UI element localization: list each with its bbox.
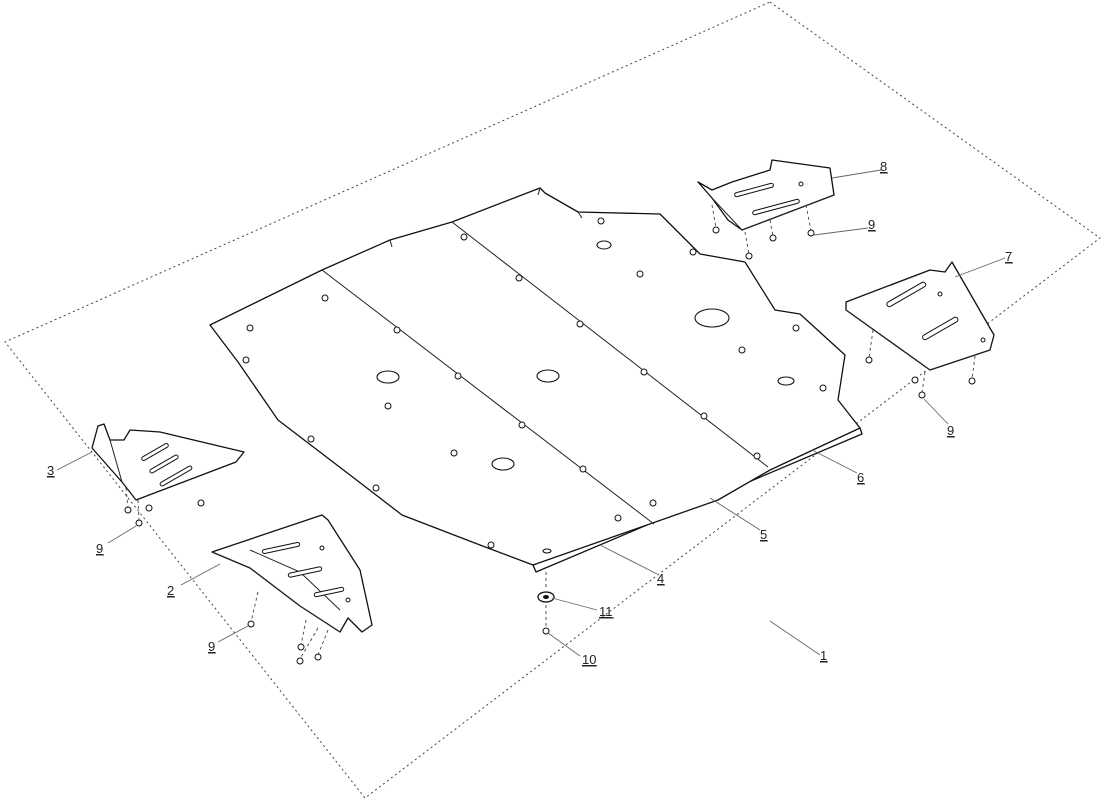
callout-9: 9: [868, 217, 875, 232]
fastener-10-11: [537, 572, 555, 635]
callout-3: 3: [47, 463, 54, 478]
callout-8: 8: [880, 159, 887, 174]
plate-hole: [376, 370, 400, 384]
plate-hole: [777, 376, 795, 386]
callout-1: 1: [820, 648, 827, 663]
seam-left: [321, 269, 655, 525]
plate-hole: [596, 240, 612, 250]
part-3-guard: [91, 423, 245, 527]
plate-hole: [491, 457, 515, 471]
callout-9: 9: [947, 423, 954, 438]
plate-bolts: [242, 217, 827, 549]
part-2-guard: [211, 514, 373, 665]
callout-9: 9: [96, 541, 103, 556]
callout-4: 4: [657, 571, 664, 586]
seam-right: [451, 221, 769, 468]
callout-6: 6: [857, 470, 864, 485]
part-7-guard: [845, 261, 995, 399]
callout-7: 7: [1005, 249, 1012, 264]
callout-10: 10: [582, 652, 596, 667]
kit-boundary: [4, 1, 1101, 799]
callout-labels: 1 2 3 4 5 6 7 8 9 9 9 9 10 11: [47, 159, 1013, 667]
callout-5: 5: [760, 527, 767, 542]
bolt-icon: [542, 627, 550, 635]
main-skid-plate: [209, 187, 863, 573]
plate-hole: [542, 548, 552, 554]
callout-9: 9: [208, 639, 215, 654]
callout-11: 11: [599, 604, 613, 619]
part-8-guard: [697, 159, 835, 260]
leader-lines: [56, 169, 1006, 657]
callout-2: 2: [167, 583, 174, 598]
plate-hole: [536, 369, 560, 383]
main-plate-outline: [209, 187, 861, 566]
plate-hole: [694, 308, 730, 328]
